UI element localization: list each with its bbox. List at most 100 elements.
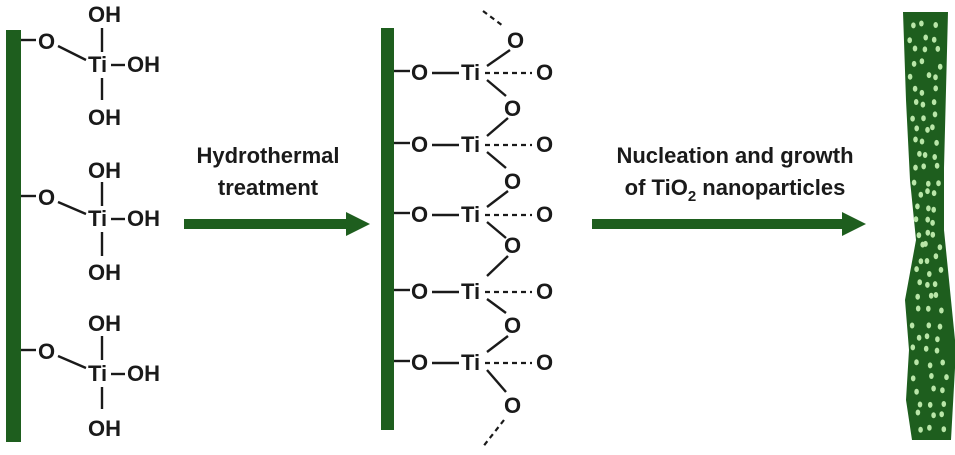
ti-oxo-unit: O Ti O O [394,350,553,418]
tio2-nanoparticle [923,240,928,247]
tio2-nanoparticle [930,124,935,131]
tio2-nanoparticle [933,292,939,298]
oxygen-atom: O [411,279,428,304]
tio2-nanoparticle [933,22,938,28]
step2-label-line1: Nucleation and growth [616,143,853,168]
tio2-nanoparticle [932,281,938,288]
terminal-oxygen: O [536,132,553,157]
tio2-nanoparticle [912,85,918,92]
titanium-atom: Ti [461,202,480,227]
tio2-nanoparticle [922,152,928,158]
terminal-oxygen: O [536,279,553,304]
tio2-nanoparticles [907,20,949,433]
tio2-nanoparticle [919,89,925,96]
tio2-nanoparticle [925,126,930,133]
tio2-nanoparticle [931,412,936,419]
tio2-nanoparticle [916,334,922,341]
tio2-nanoparticle [931,385,936,392]
hydroxyl-top: OH [88,311,121,336]
tio2-coated-fiber [903,12,955,440]
hydroxyl-right: OH [127,206,160,231]
tio2-nanoparticle [911,179,917,186]
bridging-oxygen: O [504,393,521,418]
tio2-nanoparticle [925,216,930,223]
tio2-nanoparticle [919,20,924,27]
titanium-atom: Ti [461,132,480,157]
tio2-nanoparticle [924,333,930,340]
tio2-nanoparticle [933,253,939,260]
tio2-nanoparticle [915,203,920,210]
tio2-nanoparticle [911,60,917,67]
oxygen-atom: O [38,185,55,210]
tio2-nanoparticle [914,266,919,273]
tio2-nanoparticle [928,292,934,299]
ti-oxo-unit: O Ti O O [394,60,553,137]
step1-label-line1: Hydrothermal [196,143,339,168]
tio2-nanoparticle [907,73,913,80]
terminal-oxygen: O [536,350,553,375]
tio2-nanoparticle [944,374,949,381]
tio2-nanoparticle [915,305,921,312]
hydroxyl-right: OH [127,52,160,77]
tio2-nanoparticle [913,164,918,171]
tio2-nanoparticle [918,426,923,433]
tio2-nanoparticle [926,305,931,312]
tio2-nanoparticle [914,388,919,395]
step1-arrow [184,212,370,236]
tio2-nanoparticle [925,188,930,195]
tio2-nanoparticle [936,180,941,187]
tio2-nanoparticle [925,229,931,236]
oxygen-atom: O [411,132,428,157]
tio2-nanoparticle [917,150,922,157]
tio2-nanoparticle [911,22,916,29]
tio2-nanoparticle [919,138,925,145]
tio2-nanoparticle [939,411,944,418]
ti-oxo-unit: O Ti O O [394,279,553,353]
ti-oxo-unit: O Ti O O [394,132,553,208]
tio2-nanoparticle [926,72,932,79]
hydroxyl-top: OH [88,2,121,27]
oxygen-atom: O [38,339,55,364]
tio2-nanoparticle [918,191,924,198]
tio2-nanoparticle [927,362,933,369]
ti-hydroxide-group: O Ti OH OH OH [21,311,160,441]
tio2-nanoparticle [921,115,926,122]
tio2-nanoparticle [931,206,936,213]
tio2-nanoparticle [917,401,923,408]
oxygen-atom: O [411,60,428,85]
tio2-nanoparticle [914,359,919,366]
tio2-nanoparticle [941,426,947,433]
tio2-nanoparticle [916,232,922,239]
ti-hydroxide-group: O Ti OH OH OH [21,158,160,285]
tio2-nanoparticle [907,37,912,44]
step1-label-line2: treatment [218,175,319,200]
tio2-nanoparticle [938,266,944,273]
hydroxyl-top: OH [88,158,121,183]
titanium-atom: Ti [461,350,480,375]
oxygen-atom: O [411,202,428,227]
tio2-nanoparticle [926,180,931,187]
step2-label-line2: of TiO2 nanoparticles [625,175,846,205]
hydroxyl-bottom: OH [88,416,121,441]
tio2-nanoparticle [925,281,930,288]
tio2-nanoparticle [909,322,915,329]
tio2-nanoparticle [931,99,937,106]
tio2-nanoparticle [921,163,926,170]
step1-hydrothermal: Hydrothermal treatment [184,143,370,236]
tio2-nanoparticle [927,271,932,277]
bridging-oxygen: O [504,233,521,258]
titanium-atom: Ti [461,279,480,304]
tio2-nanoparticle [913,99,919,105]
tio2-nanoparticle [924,258,930,264]
tio2-nanoparticle [910,115,915,122]
titanium-atom: Ti [461,60,480,85]
tio2-nanoparticle [935,45,941,52]
stage2-substrate-bar [381,28,394,430]
terminal-oxygen: O [536,60,553,85]
tio2-nanoparticle [920,101,926,108]
step2-arrow [592,212,866,236]
tio2-nanoparticle [934,139,939,146]
tio2-nanoparticle [930,231,936,238]
hydroxyl-bottom: OH [88,260,121,285]
tio2-nanoparticle [922,46,928,53]
